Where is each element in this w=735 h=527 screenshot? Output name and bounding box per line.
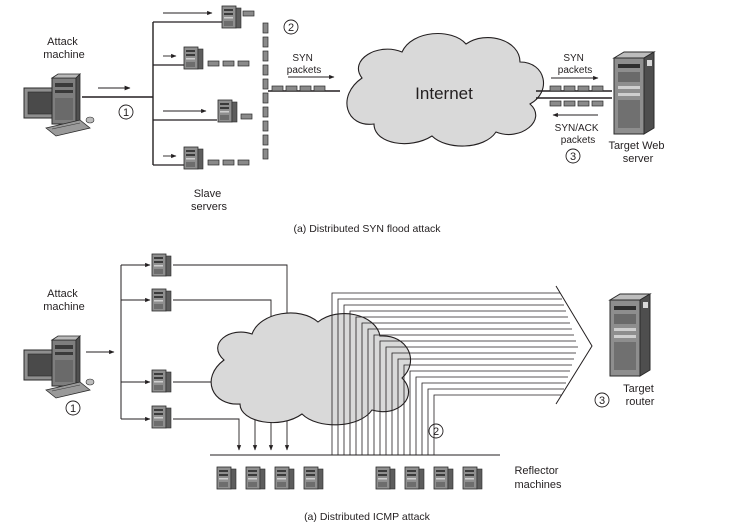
step2-text-2: 2	[433, 426, 439, 438]
step3-badge-2	[594, 392, 610, 408]
step3-text-2: 3	[599, 395, 605, 407]
slave-servers-label: Slave servers	[191, 188, 228, 213]
syn-flood-caption: (a) Distributed SYN flood attack	[293, 223, 441, 235]
syn-packets-left-label: SYN packets	[287, 53, 321, 76]
reflector-7-icon	[433, 466, 454, 490]
zombie-3-icon	[151, 369, 172, 393]
reflector-5-icon	[375, 466, 396, 490]
icmp-attack-diagram: Attack machine 1	[23, 253, 657, 523]
attack-machine-2-icon	[23, 335, 95, 399]
syn-flood-diagram: Attack machine 1 2	[23, 5, 667, 235]
reflector-2-icon	[245, 466, 266, 490]
slave-server-1-icon	[221, 5, 242, 29]
synack-packets-label: SYN/ACK packets	[555, 123, 602, 146]
step2-text: 2	[288, 22, 294, 34]
step1-text: 1	[123, 107, 129, 119]
slave-server-3-icon	[217, 99, 238, 123]
reflector-8-icon	[462, 466, 483, 490]
attack-machine-label-2: Attack machine	[43, 288, 85, 313]
zombie-2-icon	[151, 288, 172, 312]
target-router-icon	[609, 293, 651, 377]
step2-badge-2	[428, 423, 444, 439]
internet-cloud	[346, 33, 545, 147]
zombie-1-icon	[151, 253, 172, 277]
icmp-attack-caption: (a) Distributed ICMP attack	[304, 511, 431, 523]
attack-machine-label: Attack machine	[43, 36, 85, 61]
reflector-machines-label: Reflector machines	[514, 465, 562, 491]
target-router-label: Target router	[623, 383, 657, 408]
step1-badge	[118, 104, 134, 120]
slave-server-2-icon	[183, 46, 204, 70]
step1-badge-2	[65, 400, 81, 416]
step1-text-2: 1	[70, 403, 76, 415]
syn-packets-right-label: SYN packets	[558, 53, 592, 76]
zombie-4-icon	[151, 405, 172, 429]
reflector-3-icon	[274, 466, 295, 490]
flow-arrowhead	[555, 285, 593, 405]
reflected-traffic-fan	[331, 292, 578, 455]
attack-label-line2: machine	[43, 49, 85, 61]
reflector-4-icon	[303, 466, 324, 490]
target-web-server-label: Target Web server	[608, 140, 667, 165]
reflector-1-icon	[216, 466, 237, 490]
attack-label-line1: Attack	[47, 36, 78, 48]
step2-badge	[283, 19, 299, 35]
step3-text: 3	[570, 151, 576, 163]
target-web-server-icon	[613, 51, 655, 135]
reflector-6-icon	[404, 466, 425, 490]
network-cloud	[210, 312, 412, 426]
slave-server-4-icon	[183, 146, 204, 170]
internet-label: Internet	[415, 84, 473, 103]
step3-badge	[565, 148, 581, 164]
attack-machine-icon	[23, 73, 95, 137]
